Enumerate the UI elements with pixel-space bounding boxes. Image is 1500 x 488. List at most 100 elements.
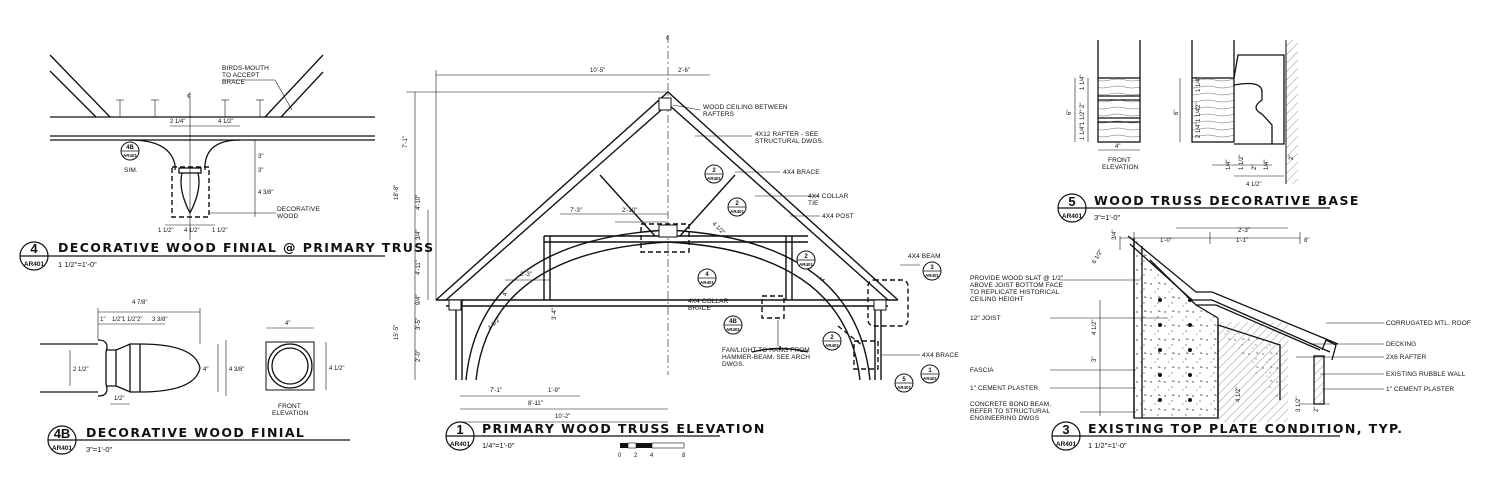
note-front-elevation-1: FRONT bbox=[278, 403, 301, 410]
note-wood-slat-2: ABOVE JOIST BOTTOM FACE bbox=[970, 282, 1064, 289]
dim: 4 1/2" bbox=[1092, 320, 1098, 335]
note-bond-beam-2: REFER TO STRUCTURAL bbox=[970, 408, 1050, 415]
note-front-elevation-2: ELEVATION bbox=[272, 410, 309, 417]
dim: 2 1/4" bbox=[1196, 123, 1202, 138]
detail-4-title-block: 4 AR401 DECORATIVE WOOD FINIAL @ PRIMARY… bbox=[19, 240, 433, 271]
tag-number: 5 bbox=[902, 377, 906, 383]
tag-sheet: AR401 bbox=[897, 385, 912, 390]
dim: 9/4" bbox=[416, 295, 422, 305]
detail-4-number: 4 bbox=[30, 241, 38, 256]
note-front-elevation-5-1: FRONT bbox=[1108, 157, 1131, 164]
centerline-symbol: ¢ bbox=[187, 94, 190, 100]
dim: 10'-2" bbox=[555, 414, 570, 420]
dim: 1 1/4" bbox=[1196, 107, 1202, 122]
tag-4b-sheet: AR401 bbox=[123, 153, 138, 158]
dim: 1/4" bbox=[1264, 160, 1270, 170]
scale-label: 8 bbox=[682, 453, 686, 459]
detail-5-title-block: 5 AR401 WOOD TRUSS DECORATIVE BASE 3"=1'… bbox=[1057, 193, 1360, 223]
dim: 3 3/8" bbox=[152, 317, 167, 323]
tag-sheet: AR401 bbox=[700, 280, 715, 285]
dim: 4 1/2" bbox=[1236, 387, 1242, 402]
detail-5-title: WOOD TRUSS DECORATIVE BASE bbox=[1094, 193, 1360, 208]
dim: 1" bbox=[100, 317, 105, 323]
dim: 4" bbox=[285, 321, 290, 327]
dim: 4 1/2" bbox=[1246, 182, 1261, 188]
note-birdsmouth-2: TO ACCEPT bbox=[222, 72, 260, 79]
dim: 3" bbox=[258, 168, 263, 174]
dim: 1 1/4" bbox=[1080, 75, 1086, 90]
dim: 1 1/2" bbox=[158, 228, 173, 234]
note-wood-ceiling-2: RAFTERS bbox=[703, 111, 735, 118]
note-decorative-wood-2: WOOD bbox=[277, 213, 299, 220]
detail-3-top-plate: 2'-3" 1'-0" 1'-1" 8" 3/4" 6 1/2" 4 1/2" … bbox=[970, 227, 1471, 451]
dim: 10'-5" bbox=[590, 68, 605, 74]
detail-4b-sheet: AR401 bbox=[52, 445, 73, 452]
dim: 2" bbox=[137, 317, 142, 323]
tag-number: 2 bbox=[712, 168, 716, 174]
dim: 3" bbox=[258, 154, 263, 160]
dim: 2'-3" bbox=[1238, 228, 1250, 234]
dim: 2" bbox=[1196, 103, 1202, 108]
note-fascia: FASCIA bbox=[970, 367, 994, 374]
dim: 4 1/2" bbox=[184, 228, 199, 234]
dim: 2 1/2" bbox=[73, 367, 88, 373]
tag-4b-number: 4B bbox=[126, 145, 134, 151]
scale-label: 2 bbox=[634, 453, 638, 459]
dim: 2'-0" bbox=[416, 350, 422, 362]
note-collar-brace-1: 4X4 COLLAR bbox=[688, 298, 729, 305]
note-4x4-beam: 4X4 BEAM bbox=[908, 253, 941, 260]
dim: 15'-5" bbox=[394, 325, 400, 340]
note-cement-plaster-b: 1" CEMENT PLASTER bbox=[1386, 386, 1454, 393]
detail-5-number: 5 bbox=[1068, 194, 1075, 209]
dim: 2'-10" bbox=[622, 208, 637, 214]
dim: 1 1/4" bbox=[1080, 125, 1086, 140]
detail-1-title-block: 1 AR401 PRIMARY WOOD TRUSS ELEVATION 1/4… bbox=[445, 421, 764, 459]
dim: 1'-0" bbox=[1160, 238, 1172, 244]
detail-3-sheet: AR401 bbox=[1056, 441, 1077, 448]
note-collar-tie-1: 4X4 COLLAR bbox=[808, 193, 849, 200]
dim: 2" bbox=[1289, 155, 1295, 160]
dim: 4'-11" bbox=[416, 260, 422, 275]
dim: 1 1/2" bbox=[1239, 155, 1245, 170]
dim: 4" bbox=[821, 277, 827, 282]
tag-sheet: AR401 bbox=[726, 327, 741, 332]
note-sim: SIM. bbox=[124, 167, 138, 174]
tag-number: 2 bbox=[830, 335, 834, 341]
note-collar-tie-2: TIE bbox=[808, 200, 819, 207]
note-2x6-rafter: 2X6 RAFTER bbox=[1386, 354, 1427, 361]
detail-5-scale: 3"=1'-0" bbox=[1094, 213, 1120, 222]
dim: 3 1/2" bbox=[1296, 397, 1302, 412]
detail-4b-finial: 4 7/8" 1" 1/2" 1 1/2" 2" 3 3/8" 2 1/2" 4… bbox=[40, 300, 350, 455]
detail-3-title: EXISTING TOP PLATE CONDITION, TYP. bbox=[1088, 421, 1403, 436]
note-decorative-wood-1: DECORATIVE bbox=[277, 206, 320, 213]
dim: 4" bbox=[503, 291, 509, 296]
note-rubble-wall: EXISTING RUBBLE WALL bbox=[1386, 371, 1466, 378]
note-bond-beam-1: CONCRETE BOND BEAM, bbox=[970, 401, 1051, 408]
detail-1-sheet: AR401 bbox=[450, 441, 471, 448]
dim: 1/4" bbox=[1226, 160, 1232, 170]
tag-number: 2 bbox=[735, 201, 739, 207]
detail-5-sheet: AR401 bbox=[1062, 213, 1083, 220]
dim: 3" bbox=[1092, 357, 1098, 362]
tag-number: 2 bbox=[804, 254, 808, 260]
dim: 4 1/2" bbox=[329, 366, 344, 372]
note-4x4-brace-b: 4X4 BRACE bbox=[922, 352, 959, 359]
note-decking: DECKING bbox=[1386, 341, 1416, 348]
dim: 1 1/4" bbox=[1196, 77, 1202, 92]
note-birdsmouth-1: BIRDS-MOUTH bbox=[222, 65, 269, 72]
note-12-joist: 12" JOIST bbox=[970, 315, 1001, 322]
note-wood-slat-3: TO REPLICATE HISTORICAL bbox=[970, 289, 1060, 296]
detail-3-scale: 1 1/2"=1'-0" bbox=[1088, 441, 1127, 450]
tag-sheet: AR401 bbox=[923, 376, 938, 381]
dim: 6" bbox=[1174, 110, 1180, 115]
scale-label: 0 bbox=[618, 453, 622, 459]
detail-4b-title: DECORATIVE WOOD FINIAL bbox=[86, 425, 305, 440]
dim: 1/2" bbox=[112, 317, 122, 323]
note-corrugated-roof: CORRUGATED MTL. ROOF bbox=[1386, 320, 1471, 327]
dim: 2'-3" bbox=[520, 272, 532, 278]
dim: 3'-4" bbox=[552, 308, 558, 320]
dim: 4" bbox=[203, 367, 208, 373]
note-bond-beam-3: ENGINEERING DWGS bbox=[970, 415, 1040, 422]
detail-4-sheet: AR401 bbox=[24, 261, 45, 268]
